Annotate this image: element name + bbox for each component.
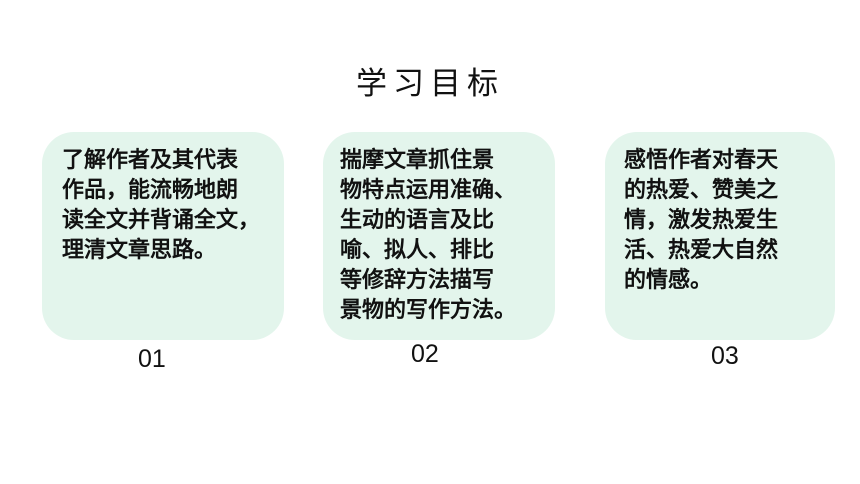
goal-card-3: 感悟作者对春天 的热爱、赞美之 情，激发热爱生 活、热爱大自然 的情感。 [605, 132, 835, 340]
goal-card-1: 了解作者及其代表 作品，能流畅地朗 读全文并背诵全文， 理清文章思路。 [42, 132, 284, 340]
page-title: 学习目标 [356, 66, 504, 102]
goal-number-2: 02 [411, 340, 439, 368]
goal-number-1: 01 [138, 345, 166, 373]
goal-number-3: 03 [711, 342, 739, 370]
goal-card-2-text: 揣摩文章抓住景 物特点运用准确、 生动的语言及比 喻、拟人、排比 等修辞方法描写… [340, 148, 517, 323]
goal-card-2: 揣摩文章抓住景 物特点运用准确、 生动的语言及比 喻、拟人、排比 等修辞方法描写… [323, 132, 555, 340]
goal-card-1-text: 了解作者及其代表 作品，能流畅地朗 读全文并背诵全文， 理清文章思路。 [62, 148, 261, 263]
goal-card-3-text: 感悟作者对春天 的热爱、赞美之 情，激发热爱生 活、热爱大自然 的情感。 [624, 148, 779, 293]
